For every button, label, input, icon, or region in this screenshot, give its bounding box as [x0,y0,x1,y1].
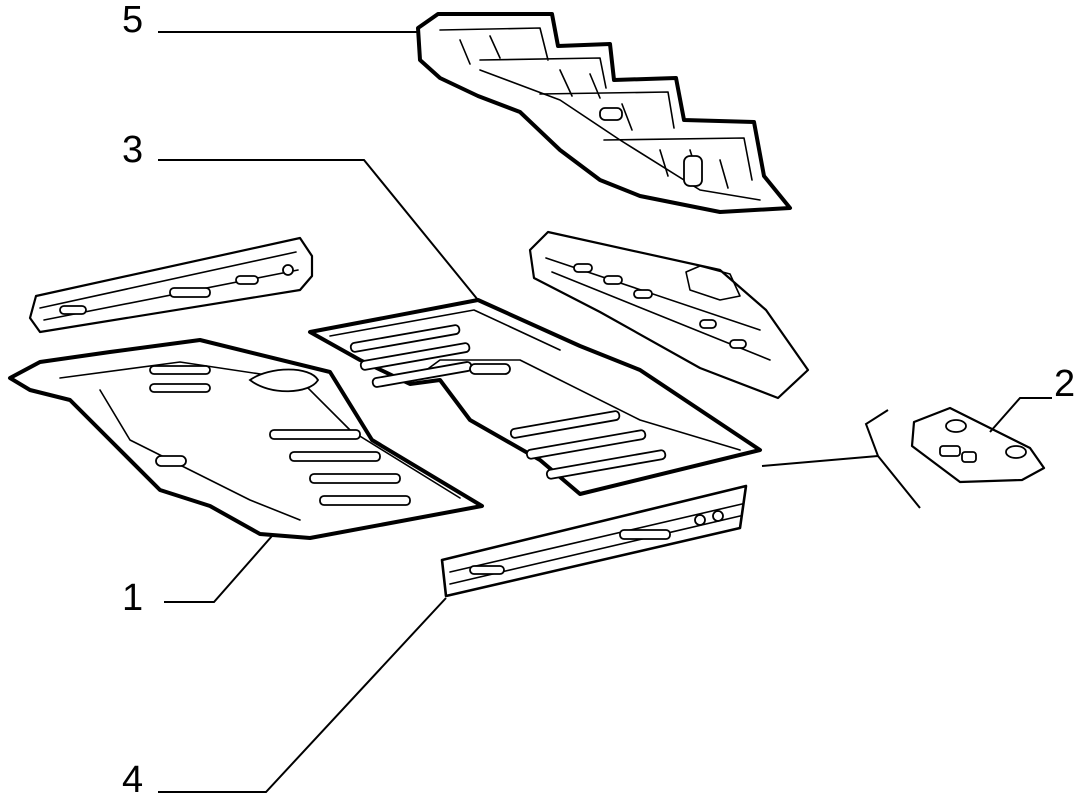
callout-5: 5 [122,0,143,41]
left-sill-panel [28,236,314,334]
part-4-lower-sill [440,484,748,598]
callout-3: 3 [122,129,143,171]
leader-1 [164,535,273,603]
callout-2: 2 [1054,363,1075,405]
part-5-rear-crossmember [416,12,792,214]
leader-lines [158,31,1052,793]
part-2-bracket [910,406,1046,484]
leader-3 [158,159,479,301]
right-sill-panel [528,230,810,400]
callout-4: 4 [122,759,143,796]
callout-1: 1 [122,577,143,619]
leader-4 [158,597,447,793]
callout-labels: 5 3 1 4 2 [122,0,1075,796]
part-1-front-floor-pan [8,338,484,540]
part-3-central-floor-pan [308,298,762,496]
leader-2 [989,397,1052,433]
detail-bracket-lines [761,409,921,509]
